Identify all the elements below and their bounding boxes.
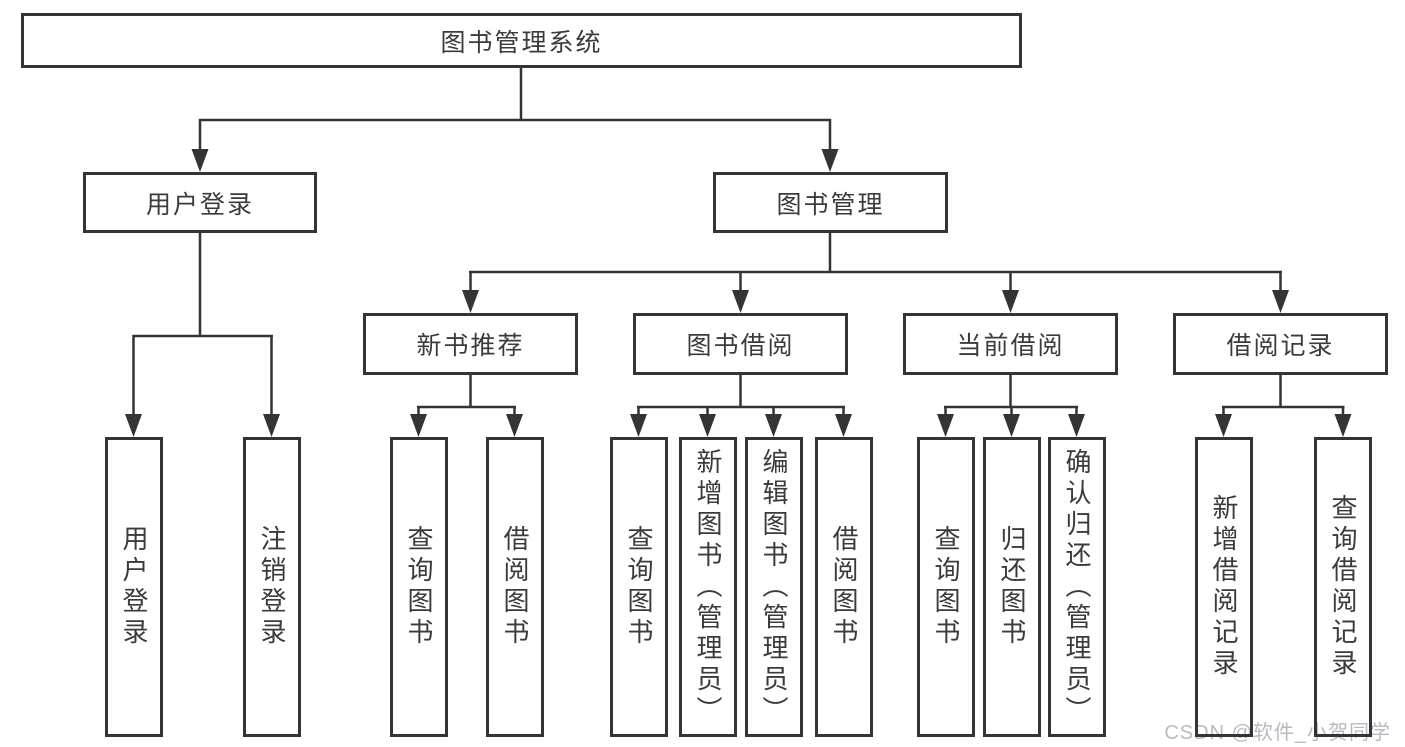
node-label: 借阅记录 [1226,332,1335,360]
node-label: 新增借阅记录 [1209,494,1239,680]
leaf-query-books-current: 查询图书 [917,437,975,737]
leaf-query-books-borrowing: 查询图书 [610,437,668,737]
node-label: 查询图书 [931,525,961,649]
tree-edges [132,68,1345,418]
node-user-login: 用户登录 [83,172,317,233]
node-book-management: 图书管理 [713,172,948,233]
leaf-query-borrow-record: 查询借阅记录 [1314,437,1372,737]
node-current-borrowing: 当前借阅 [903,313,1118,375]
node-label: 新增图书（管理员） [693,447,723,727]
node-new-book-recommend: 新书推荐 [363,313,578,375]
leaf-confirm-return-admin: 确认归还（管理员） [1048,437,1106,737]
leaf-borrow-books-recommend: 借阅图书 [486,437,544,737]
node-label: 注销登录 [257,525,287,649]
node-label: 归还图书 [997,525,1027,649]
node-label: 图书管理 [776,190,885,219]
node-label: 新书推荐 [416,332,525,360]
node-label: 图书借阅 [686,332,795,360]
node-label: 当前借阅 [956,332,1065,360]
node-book-borrowing: 图书借阅 [633,313,848,375]
leaf-borrow-books-borrowing: 借阅图书 [815,437,873,737]
leaf-add-borrow-record: 新增借阅记录 [1195,437,1253,737]
node-label: 用户登录 [119,525,149,649]
node-borrowing-records: 借阅记录 [1173,313,1388,375]
arrowhead-icons [125,149,1352,437]
leaf-return-books: 归还图书 [983,437,1041,737]
leaf-logout: 注销登录 [243,437,301,737]
node-label: 确认归还（管理员） [1062,447,1092,727]
leaf-edit-book-admin: 编辑图书（管理员） [745,437,803,737]
node-label: 查询图书 [404,525,434,649]
node-label: 借阅图书 [829,525,859,649]
csdn-watermark: CSDN @软件_小贺同学 [1164,722,1391,744]
node-label: 借阅图书 [500,525,530,649]
node-book-management-system: 图书管理系统 [21,13,1022,68]
leaf-user-login: 用户登录 [105,437,163,737]
node-label: 图书管理系统 [440,28,603,57]
node-label: 编辑图书（管理员） [759,447,789,727]
leaf-query-books-recommend: 查询图书 [390,437,448,737]
node-label: 查询图书 [624,525,654,649]
node-label: 查询借阅记录 [1328,494,1358,680]
leaf-add-book-admin: 新增图书（管理员） [679,437,737,737]
node-label: 用户登录 [145,190,254,219]
